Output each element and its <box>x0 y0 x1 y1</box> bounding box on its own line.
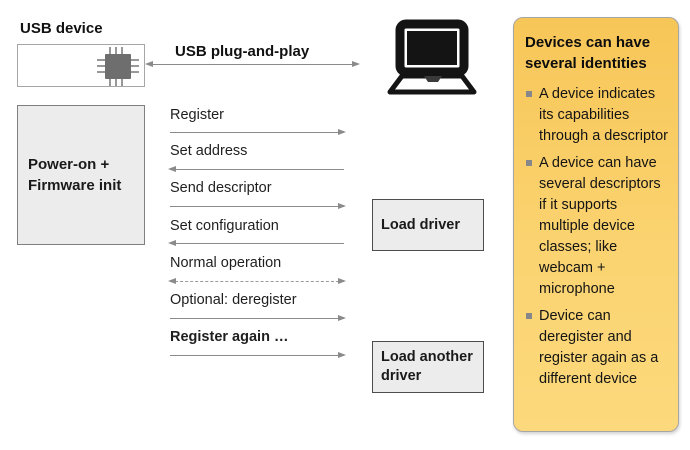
laptop-icon <box>387 19 477 95</box>
panel-title: Devices can have several identities <box>525 34 651 72</box>
list-item: A device indicates its capabilities thro… <box>525 84 670 147</box>
plug-and-play-label: USB plug-and-play <box>175 43 310 60</box>
step-label-register-again: Register again … <box>170 329 289 345</box>
arrow-normal-operation <box>168 277 346 284</box>
arrow-optional-deregister <box>170 314 346 321</box>
step-label-set-configuration: Set configuration <box>170 218 279 234</box>
arrow-set-address <box>168 165 344 172</box>
square-bullet-icon <box>526 160 532 166</box>
arrow-send-descriptor <box>170 202 346 209</box>
load-another-driver-label: Load another driver <box>381 349 473 384</box>
step-label-register: Register <box>170 107 224 123</box>
bullet-text: A device can have several descriptors if… <box>539 155 661 297</box>
arrow-register-again <box>170 351 346 358</box>
usb-device-heading: USB device <box>20 20 103 37</box>
plug-and-play-arrow <box>145 60 360 67</box>
microchip-icon <box>97 47 139 86</box>
step-label-normal-operation: Normal operation <box>170 255 282 271</box>
power-on-box: Power-on + Firmware init <box>17 105 145 245</box>
square-bullet-icon <box>526 313 532 319</box>
load-another-driver-box: Load another driver <box>372 341 484 393</box>
load-driver-box: Load driver <box>372 199 484 251</box>
arrow-set-configuration <box>168 239 344 246</box>
list-item: A device can have several descriptors if… <box>525 153 670 300</box>
step-label-set-address: Set address <box>170 143 248 159</box>
bullet-text: Device can deregister and register again… <box>539 308 659 387</box>
step-label-send-descriptor: Send descriptor <box>170 180 272 196</box>
square-bullet-icon <box>526 91 532 97</box>
arrow-register <box>170 128 346 135</box>
step-label-optional-deregister: Optional: deregister <box>170 292 297 308</box>
load-driver-label: Load driver <box>381 216 460 233</box>
list-item: Device can deregister and register again… <box>525 306 670 390</box>
power-on-line1: Power-on + <box>28 156 110 173</box>
identities-note-panel: Devices can have several identities A de… <box>513 17 679 432</box>
power-on-line2: Firmware init <box>28 177 122 194</box>
bullet-text: A device indicates its capabilities thro… <box>539 86 668 144</box>
